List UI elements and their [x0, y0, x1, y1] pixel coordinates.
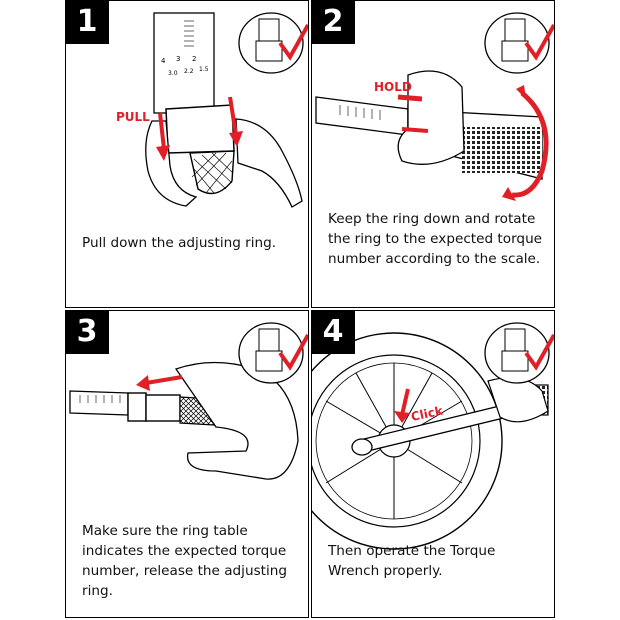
scale-number: 3 [176, 55, 180, 63]
step-number-badge: 3 [66, 311, 109, 354]
hold-label: HOLD [374, 80, 412, 94]
step-number-badge: 4 [312, 311, 355, 354]
step-1-panel: 4 3 2 3.0 2.2 1.5 PULL [65, 0, 309, 308]
step-number-badge: 1 [66, 1, 109, 44]
scale-number: 4 [161, 57, 166, 65]
scale-number: 2.2 [184, 68, 194, 75]
instruction-grid: 4 3 2 3.0 2.2 1.5 PULL [65, 0, 555, 620]
check-thumbnail-icon [484, 12, 554, 74]
step-3-panel: 3 Make sure the ring table indicates the… [65, 310, 309, 618]
pull-label: PULL [116, 110, 150, 124]
step-3-caption: Make sure the ring table indicates the e… [82, 523, 288, 599]
step-2-panel: HOLD 2 Keep the ring down and rotate the… [311, 0, 555, 308]
click-label: Click [410, 403, 445, 424]
step-1-illustration: 4 3 2 3.0 2.2 1.5 PULL [116, 12, 308, 208]
scale-number: 1.5 [199, 66, 209, 73]
check-thumbnail-icon [484, 322, 554, 384]
scale-number: 3.0 [168, 70, 178, 77]
scale-number: 2 [192, 55, 196, 63]
step-2-illustration: HOLD [315, 12, 554, 201]
step-number-badge: 2 [312, 1, 355, 44]
step-4-illustration: Click [312, 322, 554, 550]
check-thumbnail-icon [238, 12, 308, 74]
step-1-caption: Pull down the adjusting ring. [82, 235, 277, 251]
check-thumbnail-icon [238, 322, 308, 384]
step-3-illustration [69, 322, 308, 480]
step-2-caption: Keep the ring down and rotate the ring t… [328, 211, 543, 267]
step-4-panel: Click 4 Then operate the Torque Wrench p… [311, 310, 555, 618]
step-4-caption: Then operate the Torque Wrench properly. [328, 543, 496, 579]
